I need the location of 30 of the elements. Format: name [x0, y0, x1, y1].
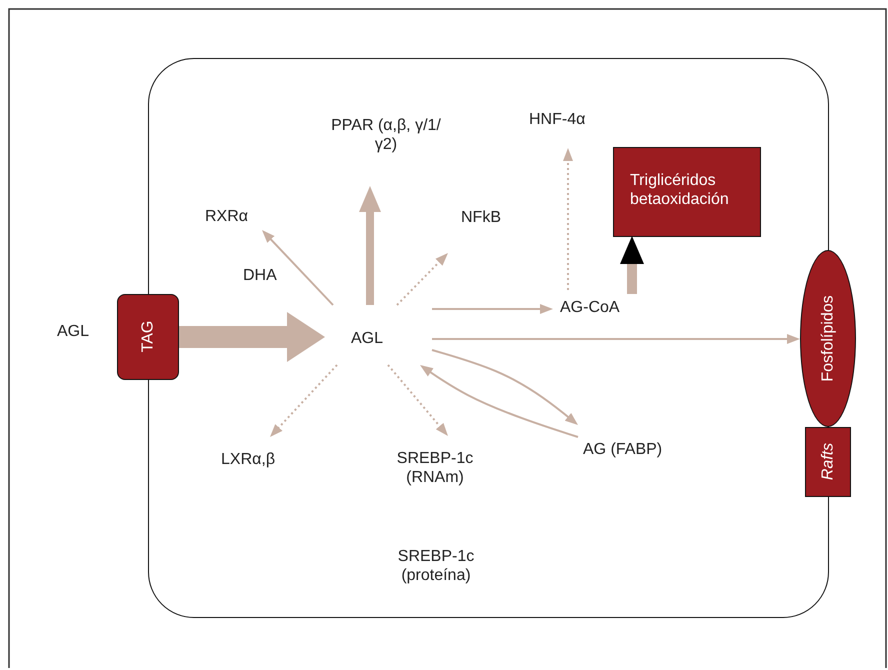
- dashed-arrow: [396, 253, 448, 306]
- arrow: [432, 349, 578, 425]
- node-label: RXRα: [205, 207, 248, 226]
- node-label: HNF-4α: [529, 110, 586, 129]
- process-box: [613, 147, 761, 237]
- box-label: Triglicéridos betaoxidación: [630, 171, 730, 209]
- node-label: NFkB: [461, 208, 501, 227]
- arrow: [262, 230, 334, 306]
- rotated-label: Rafts: [818, 442, 837, 482]
- membrane-protein-box: [117, 294, 179, 380]
- node-label: SREBP-1c (RNAm): [396, 449, 474, 487]
- thick-arrow: [359, 186, 381, 305]
- node-label: AGL: [57, 322, 90, 341]
- thick-arrow: [620, 236, 644, 294]
- node-label: AG (FABP): [583, 440, 662, 459]
- rotated-label: Fosfolípidos: [818, 294, 837, 384]
- arrow: [432, 304, 553, 314]
- arrow: [432, 334, 800, 344]
- dashed-arrow: [563, 148, 573, 290]
- node-label: PPAR (α,β, γ/1/γ2): [330, 116, 442, 154]
- rotated-label: TAG: [138, 320, 157, 354]
- node-label: LXRα,β: [221, 450, 276, 469]
- dashed-arrow: [270, 364, 338, 437]
- dashed-arrow: [387, 364, 448, 436]
- node-label: SREBP-1c (proteína): [396, 547, 476, 585]
- node-label: AG-CoA: [560, 298, 620, 317]
- arrow: [420, 365, 578, 438]
- node-label: AGL: [351, 329, 384, 348]
- process-box: [805, 427, 851, 497]
- thick-arrow: [179, 312, 325, 362]
